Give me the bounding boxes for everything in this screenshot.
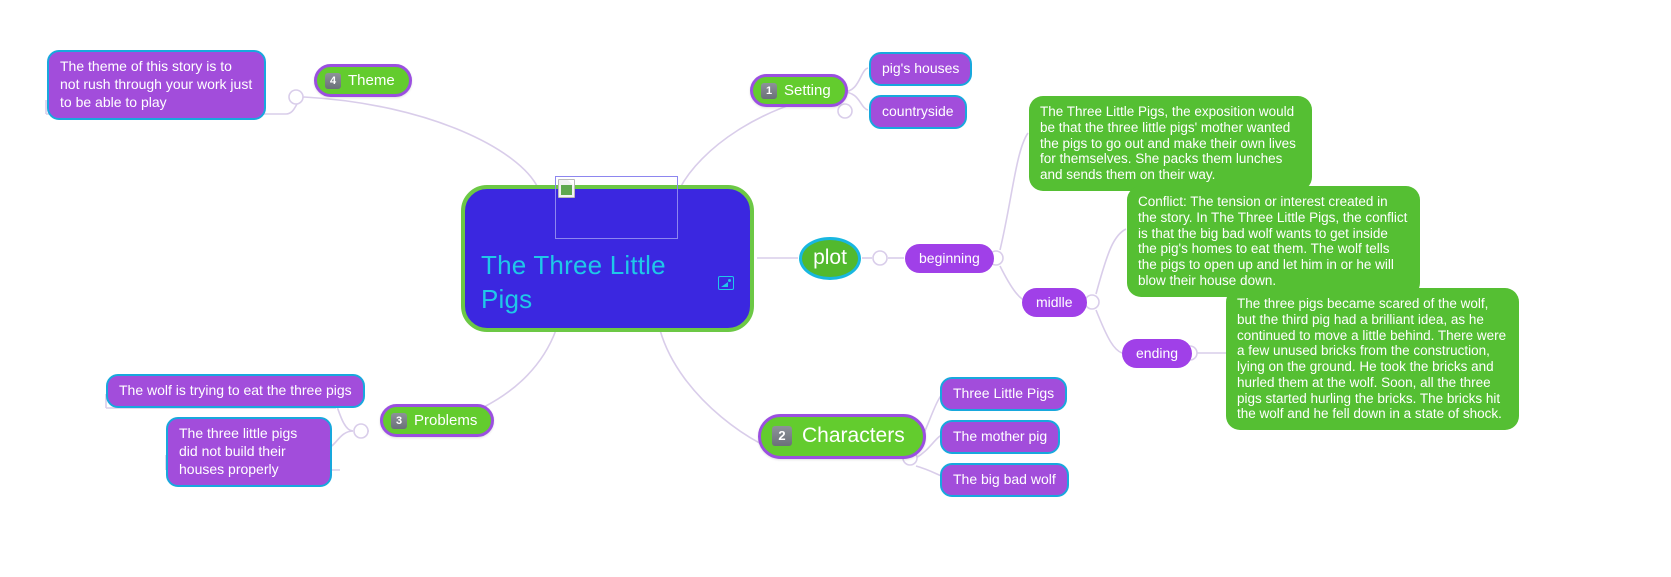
- theme-note[interactable]: The theme of this story is to not rush t…: [47, 50, 266, 120]
- branch-label: Characters: [802, 424, 905, 447]
- plot-node[interactable]: plot: [799, 237, 861, 280]
- setting-item-countryside[interactable]: countryside: [869, 95, 967, 129]
- plot-note-text: Conflict: The tension or interest create…: [1138, 194, 1412, 288]
- branch-badge: 2: [772, 426, 792, 447]
- plot-stage-ending[interactable]: ending: [1122, 339, 1193, 368]
- central-title-row: The Three Little Pigs: [481, 249, 734, 318]
- character-item-label: The big bad wolf: [953, 471, 1056, 487]
- plot-stage-middle[interactable]: midlle: [1022, 288, 1087, 317]
- problem-item-bad-houses[interactable]: The three little pigs did not build thei…: [166, 417, 332, 487]
- branch-setting[interactable]: 1 Setting: [750, 74, 848, 108]
- plot-stage-label: ending: [1136, 344, 1179, 361]
- page-title: The Three Little Pigs: [481, 250, 674, 314]
- branch-badge: 1: [761, 82, 777, 99]
- plot-note-exposition[interactable]: The Three Little Pigs, the exposition wo…: [1029, 96, 1312, 191]
- plot-stage-label: midlle: [1036, 293, 1073, 310]
- character-item-label: Three Little Pigs: [953, 385, 1055, 401]
- problem-item-label: The wolf is trying to eat the three pigs: [119, 382, 352, 398]
- branch-problems[interactable]: 3 Problems: [380, 404, 495, 438]
- branch-label: Theme: [348, 72, 395, 89]
- plot-note-text: The Three Little Pigs, the exposition wo…: [1040, 104, 1300, 183]
- setting-item-label: pig's houses: [882, 60, 960, 76]
- plot-note-text: The three pigs became scared of the wolf…: [1237, 296, 1510, 422]
- plot-label: plot: [813, 246, 847, 270]
- theme-note-label: The theme of this story is to not rush t…: [60, 58, 257, 110]
- central-topic[interactable]: The Three Little Pigs: [461, 176, 754, 332]
- central-topic-image[interactable]: [555, 176, 678, 240]
- character-item-three-little-pigs[interactable]: Three Little Pigs: [940, 377, 1068, 411]
- branch-label: Problems: [414, 412, 478, 429]
- broken-image-icon: [558, 179, 575, 199]
- branch-badge: 4: [325, 72, 341, 89]
- plot-stage-label: beginning: [919, 249, 980, 266]
- branch-badge: 3: [391, 412, 407, 429]
- plot-note-resolution[interactable]: The three pigs became scared of the wolf…: [1226, 288, 1519, 431]
- character-item-mother-pig[interactable]: The mother pig: [940, 420, 1061, 454]
- branch-characters[interactable]: 2 Characters: [758, 414, 926, 459]
- branch-theme[interactable]: 4 Theme: [314, 64, 412, 98]
- problem-item-label: The three little pigs did not build thei…: [179, 425, 302, 477]
- plot-stage-beginning[interactable]: beginning: [905, 244, 994, 273]
- setting-item-label: countryside: [882, 103, 954, 119]
- character-item-label: The mother pig: [953, 428, 1048, 444]
- branch-label: Setting: [784, 82, 831, 99]
- problem-item-wolf-eat[interactable]: The wolf is trying to eat the three pigs: [106, 374, 365, 408]
- setting-item-pigs-houses[interactable]: pig's houses: [869, 52, 973, 86]
- plot-note-conflict[interactable]: Conflict: The tension or interest create…: [1127, 186, 1420, 297]
- character-item-big-bad-wolf[interactable]: The big bad wolf: [940, 463, 1069, 497]
- photo-icon[interactable]: [718, 275, 734, 290]
